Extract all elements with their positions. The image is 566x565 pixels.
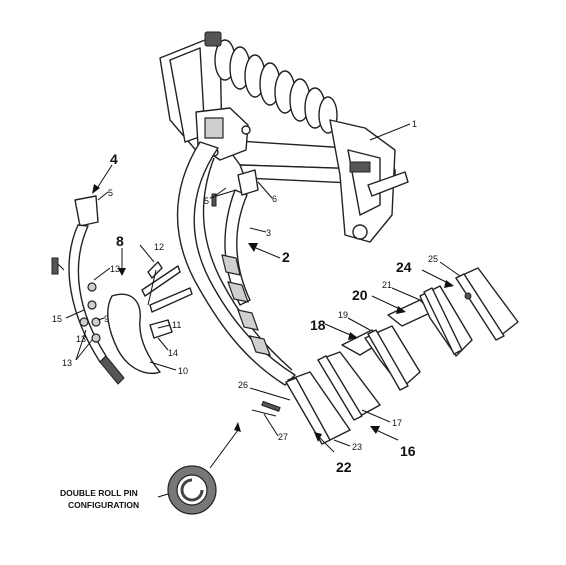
callout-1: 1 — [412, 119, 417, 129]
callout-13c: 13 — [62, 358, 72, 368]
callout-20: 20 — [352, 287, 368, 303]
point-24 — [455, 267, 519, 341]
caption-line-2: CONFIGURATION — [68, 500, 139, 510]
callout-13b: 13 — [76, 334, 86, 344]
callout-19: 19 — [338, 310, 348, 320]
point-16 — [317, 351, 381, 421]
callout-2: 2 — [282, 249, 290, 265]
callout-13a: 13 — [110, 264, 120, 274]
callout-4: 4 — [110, 151, 118, 167]
callout-17: 17 — [392, 418, 402, 428]
callouts-large: 2 4 8 16 18 20 22 24 — [110, 151, 416, 475]
callout-25: 25 — [428, 254, 438, 264]
point-20 — [387, 285, 473, 357]
callout-22: 22 — [336, 459, 352, 475]
plate-assembly — [79, 261, 193, 375]
callout-23: 23 — [352, 442, 362, 452]
left-shank — [51, 195, 125, 385]
callout-27: 27 — [278, 432, 288, 442]
callouts-small: 1 3 5 5 6 9 10 11 12 13 13 13 14 15 17 1… — [52, 119, 438, 452]
callout-9: 9 — [104, 314, 109, 324]
callout-16: 16 — [400, 443, 416, 459]
callout-26: 26 — [238, 380, 248, 390]
caption-line-1: DOUBLE ROLL PIN — [60, 488, 138, 498]
leader-lines — [65, 123, 461, 453]
frame-assembly — [159, 31, 409, 243]
callout-11: 11 — [172, 320, 181, 330]
callout-8: 8 — [116, 233, 124, 249]
callout-5a: 5 — [108, 188, 113, 198]
callout-5b: 5 — [204, 196, 209, 206]
callout-6: 6 — [272, 194, 277, 204]
callout-10: 10 — [178, 366, 188, 376]
callout-14: 14 — [168, 348, 178, 358]
spring-coil — [214, 39, 338, 134]
callout-24: 24 — [396, 259, 412, 275]
double-roll-pin-icon — [157, 422, 241, 515]
callout-3: 3 — [266, 228, 271, 238]
point-18 — [341, 325, 421, 391]
inner-shank — [209, 169, 271, 356]
roll-pin-caption: DOUBLE ROLL PIN CONFIGURATION — [60, 488, 139, 510]
callout-15: 15 — [52, 314, 62, 324]
main-shank — [176, 141, 296, 386]
callout-18: 18 — [310, 317, 326, 333]
point-22 — [251, 371, 351, 445]
callout-12: 12 — [154, 242, 164, 252]
callout-21: 21 — [382, 280, 392, 290]
